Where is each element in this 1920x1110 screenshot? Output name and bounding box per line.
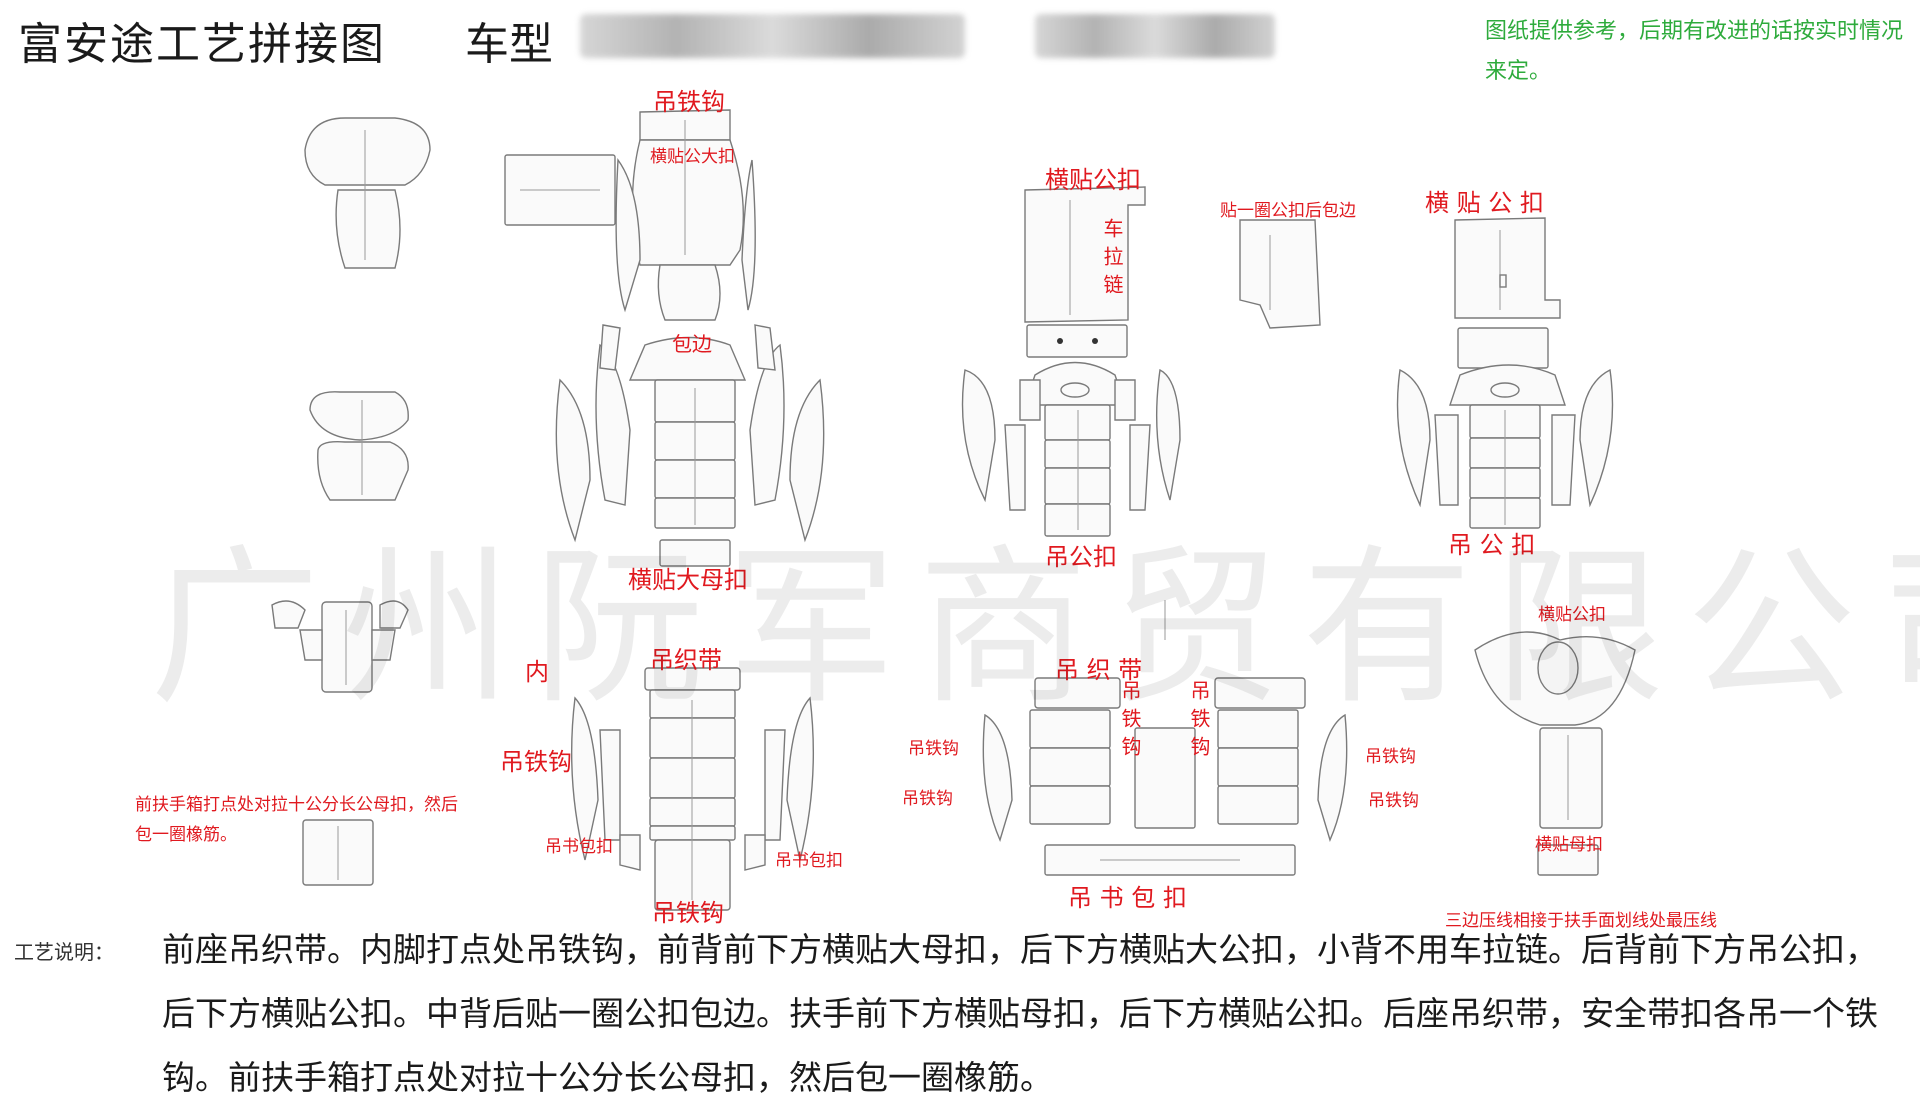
label-hang-iron-hook-left: 吊铁钩 bbox=[500, 748, 572, 776]
label-front-armrest-note: 前扶手箱打点处对拉十公分长公母扣，然后包一圈橡筋。 bbox=[135, 795, 458, 845]
label-three-side-note: 三边压线相接于扶手面划线处最压线 bbox=[1445, 911, 1717, 931]
label-car-zipper: 车拉链 bbox=[1100, 218, 1124, 302]
label-book-wrap-right: 吊书包扣 bbox=[775, 851, 843, 871]
label-hook-l2: 吊铁钩 bbox=[902, 789, 953, 809]
front-seat-back bbox=[504, 109, 756, 321]
watermark: 广州阮军商贸有限公司 bbox=[150, 530, 1920, 728]
blurred-model-name bbox=[580, 14, 965, 58]
front-seat-cushion bbox=[555, 324, 825, 567]
model-label: 车型 bbox=[465, 19, 553, 70]
rear-bench bbox=[982, 600, 1348, 876]
description-text: 前座吊织带。内脚打点处吊铁钩，前背前下方横贴大母扣，后下方横贴大公扣，小背不用车… bbox=[162, 930, 1878, 1097]
label-hook-l1: 吊铁钩 bbox=[908, 739, 959, 759]
label-hang-iron-hook-top: 吊铁钩 bbox=[653, 88, 725, 116]
headrest-piece-1 bbox=[304, 117, 431, 269]
label-ring-male-edge: 贴一圈公扣后包边 bbox=[1220, 201, 1356, 221]
right-back bbox=[1454, 217, 1561, 369]
label-hang-iron-hook-bottom: 吊铁钩 bbox=[652, 899, 724, 927]
label-hang-book-wrap-spaced: 吊 书 包 扣 bbox=[1068, 884, 1187, 912]
label-horizontal-big-female: 横贴大母扣 bbox=[628, 566, 748, 594]
label-horizontal-male-mid1: 横贴公扣 bbox=[1045, 166, 1141, 194]
label-inner: 内 bbox=[525, 658, 549, 686]
label-hang-male-spaced: 吊 公 扣 bbox=[1448, 531, 1536, 559]
label-horizontal-male-mid2: 横 贴 公 扣 bbox=[1425, 189, 1544, 217]
middle-seat-cushion bbox=[961, 361, 1181, 537]
label-hang-hook-v2: 吊铁钩 bbox=[1187, 680, 1211, 764]
armrest-piece bbox=[1474, 631, 1636, 876]
label-edge-wrap: 包边 bbox=[672, 332, 712, 356]
label-hang-hook-v1: 吊铁钩 bbox=[1118, 680, 1142, 764]
middle-back bbox=[1024, 186, 1321, 358]
blurred-model-code bbox=[1035, 14, 1275, 58]
right-seat-cushion bbox=[1396, 364, 1614, 529]
reference-note: 图纸提供参考，后期有改进的话按实时情况来定。 bbox=[1485, 19, 1904, 84]
page-title: 富安途工艺拼接图 bbox=[18, 19, 386, 70]
label-hook-r2: 吊铁钩 bbox=[1368, 791, 1419, 811]
armrest-box-piece bbox=[302, 819, 374, 886]
pattern-drawing bbox=[271, 109, 1636, 911]
rear-seat-left bbox=[570, 667, 815, 911]
label-book-wrap-left: 吊书包扣 bbox=[545, 837, 613, 857]
label-horizontal-female: 横贴母扣 bbox=[1535, 835, 1603, 855]
label-horizontal-male-small: 横贴公扣 bbox=[1538, 605, 1606, 625]
label-hook-r1: 吊铁钩 bbox=[1365, 747, 1416, 767]
description-label: 工艺说明： bbox=[14, 940, 114, 964]
label-hang-strap-spaced: 吊 织 带 bbox=[1055, 656, 1143, 684]
label-horizontal-big-male-top: 横贴公大扣 bbox=[650, 147, 735, 167]
label-hang-male: 吊公扣 bbox=[1045, 543, 1117, 571]
headrest-piece-2 bbox=[309, 391, 409, 501]
label-hang-strap: 吊织带 bbox=[650, 646, 722, 674]
armrest-small-pieces bbox=[271, 600, 409, 693]
